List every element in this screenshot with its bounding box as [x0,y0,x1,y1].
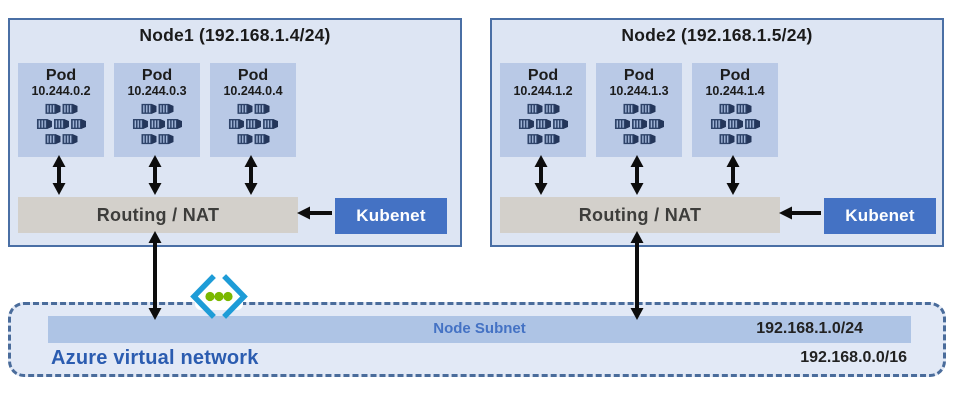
node-subnet-label: Node Subnet [433,320,526,337]
pod-label: Pod [719,67,751,84]
pod-label: Pod [45,67,77,84]
pod-ip: 10.244.0.2 [31,84,91,98]
pod-ip: 10.244.0.4 [223,84,283,98]
vnet-label: Azure virtual network [51,347,259,369]
chevron-right-icon [222,274,248,319]
pod-label: Pod [623,67,655,84]
kubenet-box: Kubenet [335,198,447,234]
node2-box: Node2 (192.168.1.5/24) Pod 10.244.1.2 Po… [490,18,944,247]
chevron-left-icon [190,274,216,319]
pod-ip: 10.244.0.3 [127,84,187,98]
containers-icon [518,103,568,145]
pod-card: Pod 10.244.0.3 [114,63,200,157]
pod-label: Pod [237,67,269,84]
pod-ip: 10.244.1.2 [513,84,573,98]
virtual-network-icon [190,274,248,319]
azure-vnet-box: Node Subnet 192.168.1.0/24 192.168.0.0/1… [8,302,946,377]
pod-card: Pod 10.244.0.2 [18,63,104,157]
node1-box: Node1 (192.168.1.4/24) Pod 10.244.0.2 Po… [8,18,462,247]
pod-card: Pod 10.244.1.4 [692,63,778,157]
pod-ip: 10.244.1.4 [705,84,765,98]
node1-title: Node1 (192.168.1.4/24) [139,25,331,45]
containers-icon [36,103,86,145]
pod-card: Pod 10.244.1.2 [500,63,586,157]
pod-ip: 10.244.1.3 [609,84,669,98]
vnet-cidr: 192.168.0.0/16 [800,349,907,366]
routing-nat-bar: Routing / NAT [18,197,298,233]
pod-label: Pod [527,67,559,84]
node2-title: Node2 (192.168.1.5/24) [621,25,813,45]
node-subnet-bar: Node Subnet 192.168.1.0/24 [48,316,911,343]
pod-card: Pod 10.244.0.4 [210,63,296,157]
pod-label: Pod [141,67,173,84]
containers-icon [614,103,664,145]
containers-icon [132,103,182,145]
node-subnet-cidr: 192.168.1.0/24 [756,320,863,337]
containers-icon [710,103,760,145]
routing-nat-bar: Routing / NAT [500,197,780,233]
kubenet-box: Kubenet [824,198,936,234]
containers-icon [228,103,278,145]
pod-card: Pod 10.244.1.3 [596,63,682,157]
